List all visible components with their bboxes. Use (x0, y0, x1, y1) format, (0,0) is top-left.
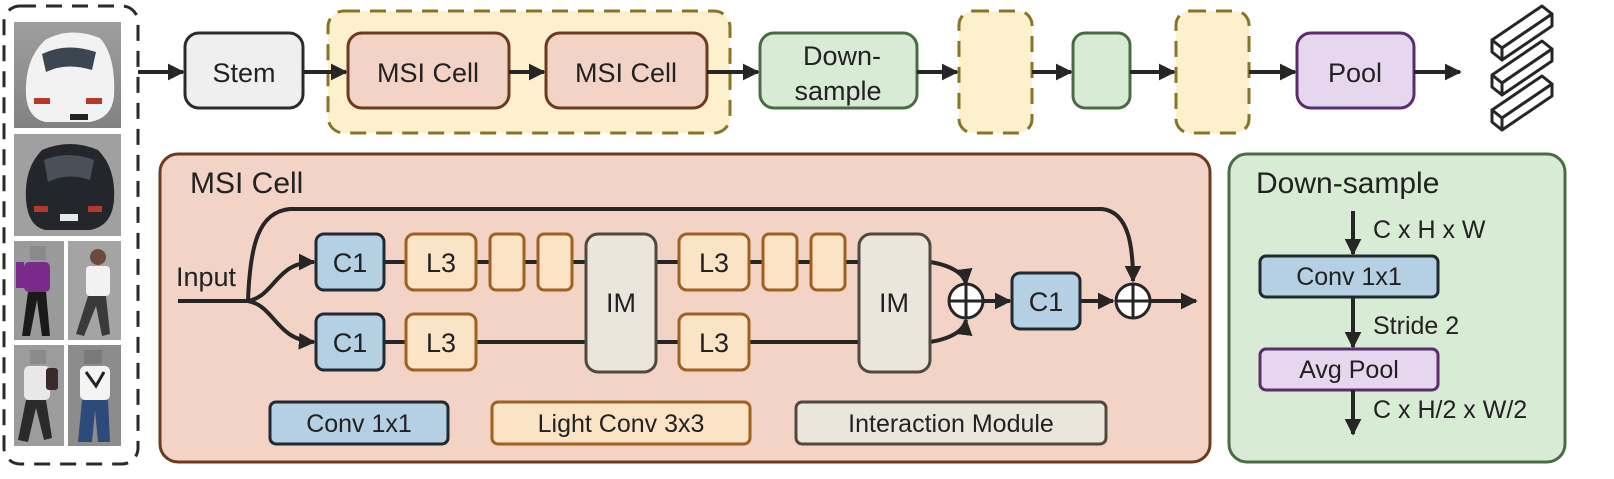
msi-panel-title: MSI Cell (190, 167, 303, 200)
car-white-photo (14, 22, 121, 128)
l3-bottom-block-1 (404, 312, 478, 372)
downsample-label-line1: Down- (803, 41, 881, 71)
legend-interaction-swatch (794, 400, 1108, 446)
c1-out-label: C1 (1029, 287, 1064, 317)
edge-skip (246, 207, 1142, 302)
c1-top-block (314, 232, 386, 292)
c1-bottom-label: C1 (333, 328, 368, 358)
l3-bottom-label-1: L3 (426, 328, 456, 358)
l3-top-small-block-4 (809, 232, 847, 292)
ds-conv-label: Conv 1x1 (1296, 263, 1402, 291)
msi-group-placeholder-1 (957, 9, 1034, 135)
l3-top-block-1 (404, 232, 478, 292)
car-black-photo (14, 134, 121, 236)
sum-node-2 (1114, 282, 1152, 320)
ds-pool-label: Avg Pool (1299, 356, 1399, 384)
legend-light-conv-swatch (490, 400, 752, 446)
msi-panel-background (158, 152, 1212, 464)
feature-stack-icon (1490, 4, 1554, 132)
legend-conv-swatch (268, 400, 450, 446)
downsample-panel: Down-sample C x H x W Conv 1x1 Stride 2 … (1227, 152, 1567, 464)
legend-light-conv-label: Light Conv 3x3 (538, 410, 705, 438)
dim-in-label: C x H x W (1373, 216, 1486, 244)
legend-conv-label: Conv 1x1 (306, 410, 412, 438)
input-label: Input (176, 262, 237, 292)
dim-out-label: C x H/2 x W/2 (1373, 396, 1527, 424)
edge-to-c1-top (247, 253, 316, 303)
msi-cell-label-2: MSI Cell (575, 58, 677, 88)
pedestrian-photo (14, 345, 64, 446)
ds-conv-block (1258, 254, 1440, 299)
c1-bottom-block (314, 312, 386, 372)
im-label-2: IM (879, 288, 909, 318)
downsample-placeholder (1071, 31, 1132, 110)
l3-top-small-block-3 (761, 232, 799, 292)
c1-out-block (1010, 271, 1082, 331)
pool-label: Pool (1328, 58, 1382, 88)
pedestrian-photo (68, 345, 121, 446)
edge-to-c1-bottom (247, 299, 316, 350)
edge-im-to-sum-bottom (929, 318, 973, 344)
edge-im-to-sum-top (929, 260, 973, 286)
im-block-2 (857, 232, 932, 374)
downsample-label-line2: sample (794, 76, 881, 106)
stride-label: Stride 2 (1373, 312, 1459, 340)
image-group-border (2, 4, 140, 466)
pedestrian-photo (68, 241, 121, 340)
l3-top-block-2 (677, 232, 751, 292)
im-block-1 (584, 232, 658, 374)
l3-bottom-block-2 (677, 312, 751, 372)
downsample-panel-title: Down-sample (1256, 167, 1439, 200)
legend-interaction-label: Interaction Module (848, 410, 1054, 438)
l3-bottom-label-2: L3 (699, 328, 729, 358)
im-label-1: IM (606, 288, 636, 318)
msi-cell-panel: MSI Cell Input C1 C1 L3 L3 IM L3 (158, 152, 1212, 464)
msi-cell-label-1: MSI Cell (377, 58, 479, 88)
input-images (2, 4, 140, 466)
msi-group-placeholder-2 (1174, 9, 1251, 135)
l3-top-small-block-2 (536, 232, 574, 292)
l3-top-small-block-1 (488, 232, 526, 292)
l3-top-label-1: L3 (426, 248, 456, 278)
pedestrian-photo (14, 241, 64, 340)
sum-node-1 (947, 282, 985, 320)
stem-label: Stem (212, 58, 275, 88)
l3-top-label-2: L3 (699, 248, 729, 278)
c1-top-label: C1 (333, 248, 368, 278)
ds-pool-block (1258, 347, 1440, 392)
pipeline: Stem MSI Cell MSI Cell Down- sample Pool (138, 4, 1554, 135)
